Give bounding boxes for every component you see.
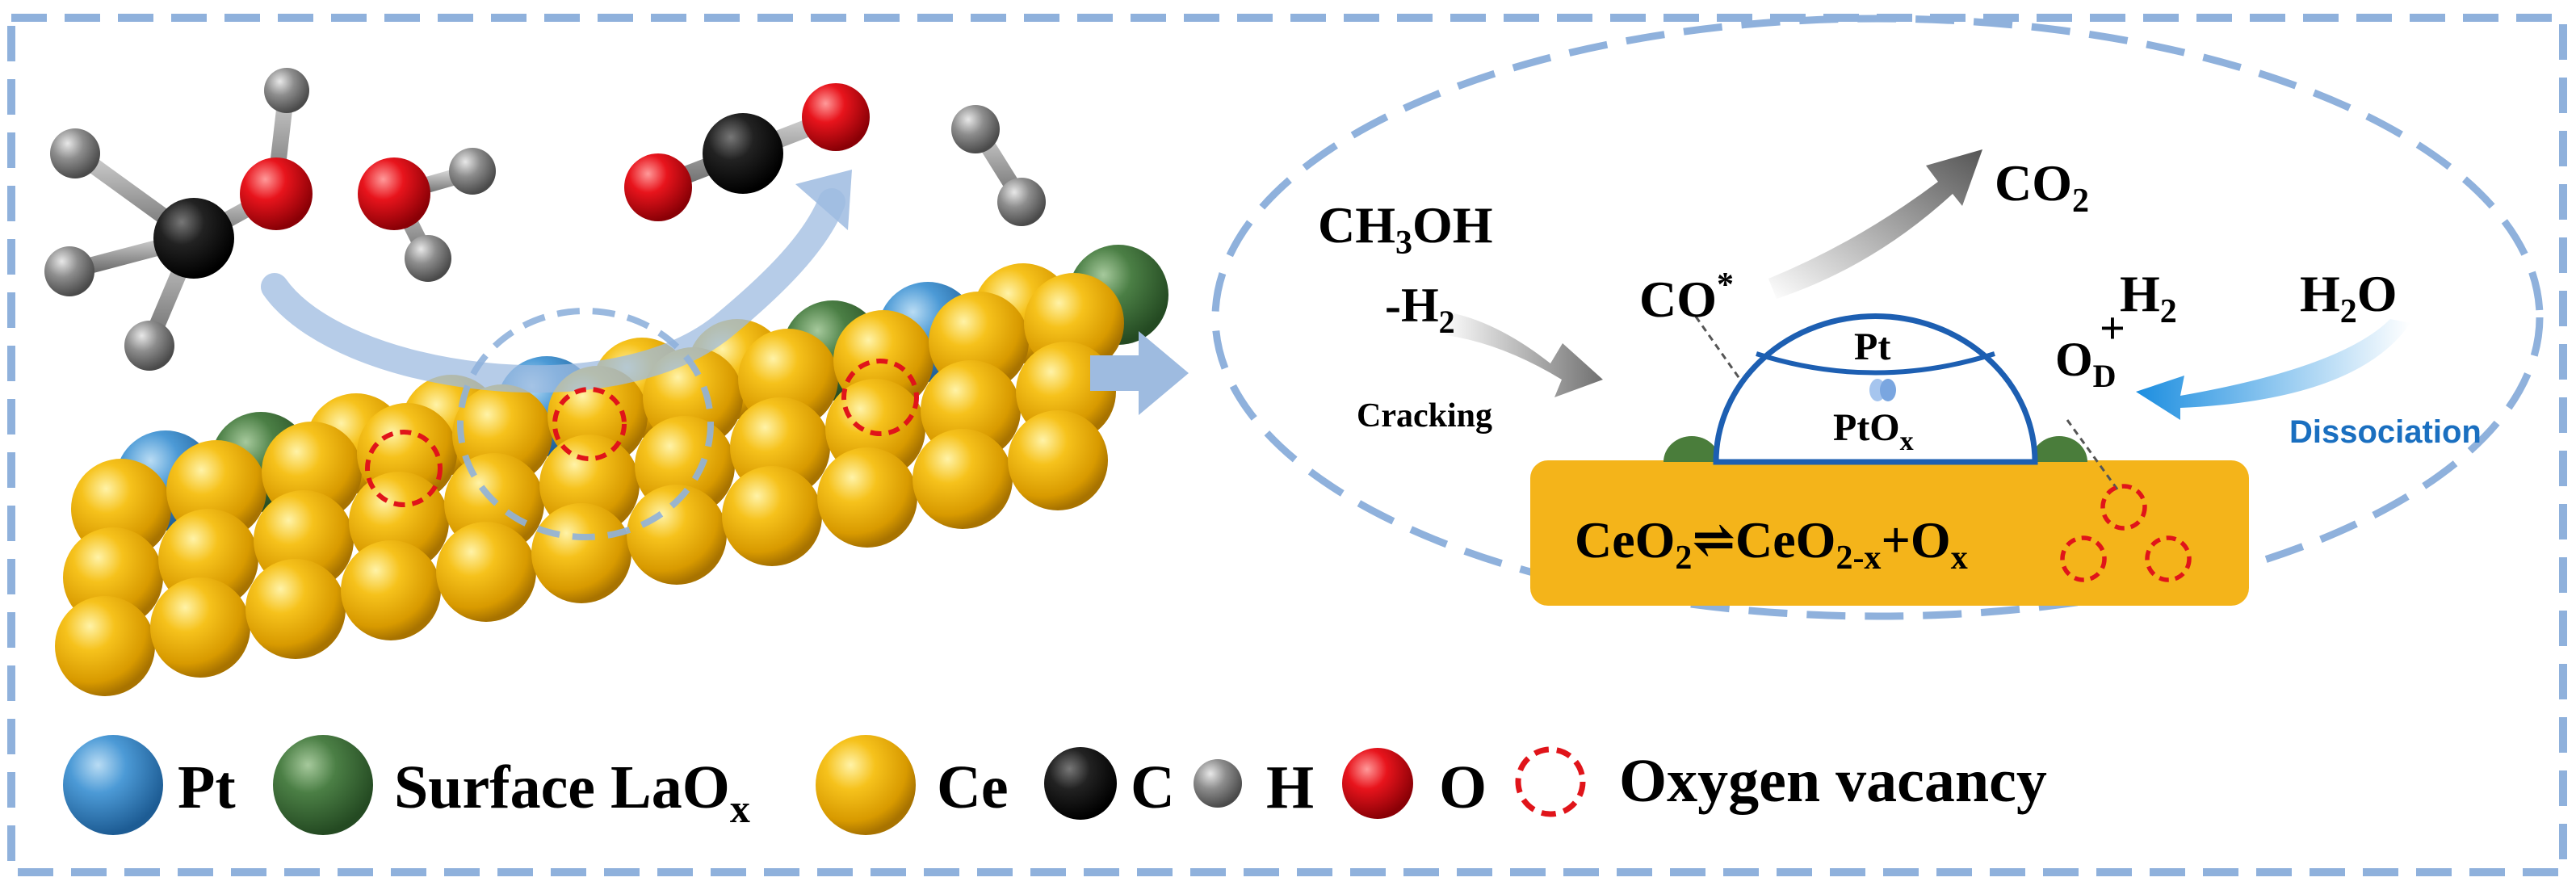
ceo2-equilibrium-equation: CeO2⇌CeO2-x+Ox (1575, 511, 1968, 577)
cracking-arrow (1441, 311, 1603, 397)
ce-atom (531, 503, 631, 603)
surface-oxygen-vacancies (365, 359, 919, 507)
oxygen-atom (240, 157, 313, 230)
hydrogen-atom (124, 321, 174, 371)
ce-atom (722, 466, 822, 566)
vacancy-mark (2100, 484, 2147, 531)
hydrogen-atom (44, 246, 94, 296)
co-adsorbed-label: CO* (1639, 267, 1734, 328)
h2o-label: H2O (2300, 265, 2398, 330)
zoom-arrow (1090, 331, 1189, 415)
ce-legend-swatch (816, 735, 916, 835)
ce-atom (913, 429, 1013, 529)
h2-molecule (951, 105, 1046, 226)
co2-label: CO2 (1995, 154, 2089, 220)
minus-h2-label: -H2 (1385, 279, 1455, 340)
ce-atom (436, 522, 536, 622)
pt-legend-swatch (63, 735, 163, 835)
vacancy-mark (552, 387, 627, 461)
ce-atom (817, 447, 917, 548)
mechanism-panel (1211, 15, 2544, 620)
leader-line (2066, 419, 2121, 493)
dissociation-arrow (2136, 319, 2410, 420)
h-legend-swatch (1194, 759, 1242, 808)
oxidation-arrow (1768, 149, 1982, 299)
carbon-atom (153, 198, 234, 279)
ce-atom (1008, 410, 1108, 510)
zoom-region (457, 308, 714, 540)
oxygen-atom (358, 157, 430, 230)
methanol-molecule (44, 68, 313, 371)
ch3oh-label: CH3OH (1318, 196, 1493, 262)
catalyst-surface (55, 245, 1168, 696)
leader-line (1694, 316, 1742, 380)
cracking-label: Cracking (1357, 397, 1492, 435)
vacancy-mark (365, 430, 443, 507)
laox-patch (1663, 436, 1720, 462)
legend-c-label: C (1131, 754, 1175, 821)
ce-atom (55, 596, 155, 696)
hydrogen-atom (264, 68, 309, 113)
vacancy-mark (2060, 535, 2107, 582)
hydrogen-atom (951, 105, 1000, 153)
ptox-label: PtOx (1833, 406, 1914, 456)
dissociation-label: Dissociation (2289, 414, 2482, 450)
reaction-arrow (261, 170, 852, 393)
hydrogen-atom (449, 148, 496, 195)
legend-ce-label: Ce (937, 754, 1009, 821)
h2-label: H2 (2120, 265, 2177, 330)
carbon-atom (703, 113, 783, 194)
water-molecule (358, 148, 496, 282)
ce-atom (341, 540, 441, 640)
c-legend-swatch (1044, 747, 1117, 820)
ce-atom (245, 559, 346, 659)
pt-particle (1713, 313, 2038, 465)
od-label: OD (2055, 333, 2117, 394)
plus-sign: + (2100, 304, 2125, 354)
oxygen-atom (802, 83, 870, 151)
legend-h-label: H (1266, 754, 1314, 821)
vacancy-mark (2145, 535, 2192, 582)
laox-legend-swatch (273, 735, 373, 835)
pt-label: Pt (1854, 325, 1890, 368)
laox-patch (2031, 436, 2087, 462)
hydrogen-atom (50, 128, 100, 178)
ce-atom (627, 485, 727, 585)
legend-o-label: O (1439, 754, 1487, 821)
vacancy-mark (841, 359, 919, 436)
legend-laox-label: Surface LaOx (394, 754, 750, 831)
vacancy-legend-swatch (1515, 746, 1586, 817)
co2-molecule (624, 83, 870, 221)
legend-pt-label: Pt (178, 754, 236, 821)
o-legend-swatch (1342, 748, 1413, 819)
ce-atom (150, 577, 250, 678)
oxygen-atom (624, 153, 692, 221)
legend: Pt Surface LaOx Ce C H O Oxygen vacancy (63, 735, 2047, 835)
ceo2-support (1530, 460, 2249, 606)
legend-vacancy-label: Oxygen vacancy (1619, 747, 2047, 815)
hydrogen-atom (997, 178, 1046, 226)
hydrogen-atom (405, 235, 451, 282)
support-oxygen-vacancies (2060, 484, 2192, 582)
